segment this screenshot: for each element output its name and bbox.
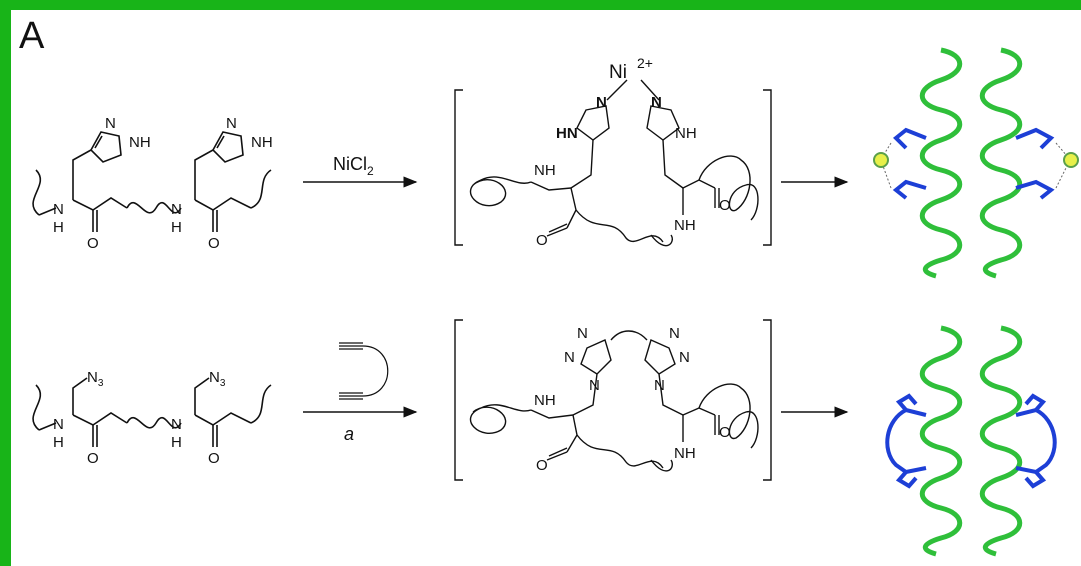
- ni-ion-left: [873, 152, 889, 168]
- triazole-n4: N: [669, 325, 680, 342]
- bottom-reagent-label: a: [344, 424, 354, 444]
- top-helix-model: [873, 47, 1079, 279]
- triazole-n5: N: [679, 349, 690, 366]
- complex-nh-backbone-right: NH: [674, 217, 696, 234]
- bottom-reactant-h-backbone2: H: [171, 434, 182, 451]
- complex-nh-backbone-left: NH: [534, 162, 556, 179]
- bottom-azide-1: N3: [87, 369, 104, 389]
- product-o-right: O: [719, 424, 731, 441]
- top-reactant-n2: N: [226, 115, 237, 132]
- top-complex: [454, 79, 772, 247]
- product-nh-backbone-right: NH: [674, 445, 696, 462]
- top-reactant-n-backbone2: N: [171, 201, 182, 218]
- triazole-n3: N: [589, 377, 600, 394]
- bottom-reactant-o2: O: [208, 450, 220, 467]
- bottom-azide-2: N3: [209, 369, 226, 389]
- bottom-reactant-n-backbone2: N: [171, 416, 182, 433]
- top-reagent: NiCl2: [333, 154, 374, 178]
- top-reactant-h-backbone1: H: [53, 219, 64, 236]
- top-reactant-nh1: NH: [129, 134, 151, 151]
- top-reactant-n-backbone1: N: [53, 201, 64, 218]
- bis-alkyne-reagent: [339, 342, 389, 400]
- complex-o-right: O: [719, 197, 731, 214]
- bottom-product: [454, 319, 772, 481]
- triazole-n2: N: [564, 349, 575, 366]
- top-reactant-n1: N: [105, 115, 116, 132]
- product-o-left: O: [536, 457, 548, 474]
- bottom-reactant: [32, 377, 272, 447]
- complex-n-right: N: [651, 94, 662, 111]
- bottom-helix-model: [885, 325, 1057, 557]
- top-reactant-o2: O: [208, 235, 220, 252]
- ni-ion-right: [1063, 152, 1079, 168]
- bottom-reactant-o1: O: [87, 450, 99, 467]
- complex-nh-right: NH: [675, 125, 697, 142]
- metal-symbol: Ni: [609, 62, 627, 83]
- top-reactant-nh2: NH: [251, 134, 273, 151]
- complex-o-left: O: [536, 232, 548, 249]
- bottom-reactant-h-backbone1: H: [53, 434, 64, 451]
- complex-n-left: N: [596, 94, 607, 111]
- triazole-n1: N: [577, 325, 588, 342]
- metal-charge: 2+: [637, 55, 653, 71]
- top-reactant-h-backbone2: H: [171, 219, 182, 236]
- top-reactant: [32, 131, 272, 232]
- triazole-n6: N: [654, 377, 665, 394]
- product-nh-backbone-left: NH: [534, 392, 556, 409]
- scheme-svg: A N NH N NH N H N H O O NiCl2: [19, 15, 1079, 557]
- top-reactant-o1: O: [87, 235, 99, 252]
- complex-hn-left: HN: [556, 125, 578, 142]
- panel-label: A: [19, 15, 45, 57]
- figure-panel: A N NH N NH N H N H O O NiCl2: [11, 10, 1081, 566]
- bottom-reactant-n-backbone1: N: [53, 416, 64, 433]
